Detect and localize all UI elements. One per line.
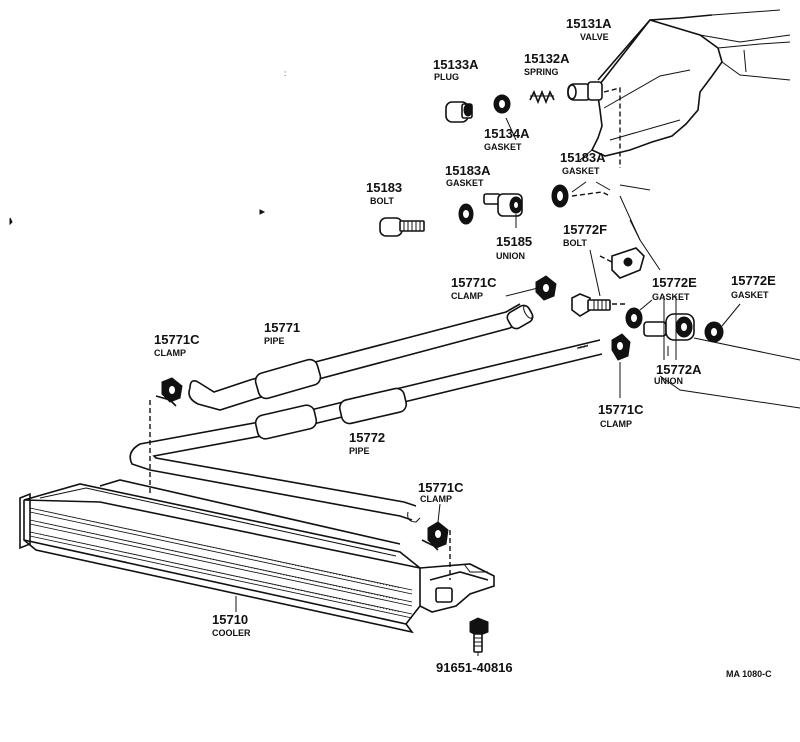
label-15772f-number: 15772F	[563, 222, 607, 237]
gasket-15772e-left-part	[625, 307, 643, 329]
pipe-15771-part	[188, 303, 534, 411]
label-15771c-upper-name: CLAMP	[451, 291, 483, 301]
clamp-15771c-left-part	[155, 377, 183, 407]
bracket-part	[611, 247, 645, 279]
label-15771c-lower-number: 15771C	[418, 480, 464, 495]
leader-union-lower	[659, 375, 800, 409]
bolt-15772f-part	[571, 293, 611, 317]
gasket-15183a-right-part	[551, 184, 569, 208]
label-15772a-number: 15772A	[656, 362, 702, 377]
label-15132a-name: SPRING	[524, 67, 559, 77]
pipe-15772-part: ~~~	[129, 339, 603, 523]
label-15134a-name: GASKET	[484, 142, 522, 152]
svg-text:~~~: ~~~	[577, 344, 589, 352]
leader-valve	[603, 87, 621, 168]
label-15771c-lower-name: CLAMP	[420, 494, 452, 504]
callout-lines	[235, 117, 741, 656]
leader-union-right	[693, 337, 800, 361]
label-15183-number: 15183	[366, 180, 402, 195]
stray-mark: :	[284, 69, 286, 78]
union-15772a-part	[643, 313, 695, 341]
stray-mark	[9, 217, 13, 226]
label-15771c-upper-number: 15771C	[451, 275, 497, 290]
label-15131a-number: 15131A	[566, 16, 612, 31]
cooler-fins	[29, 507, 413, 619]
label-15710-name: COOLER	[212, 628, 251, 638]
label-15183-name: BOLT	[370, 196, 394, 206]
label-15772e-right-number: 15772E	[731, 273, 776, 288]
union-15185-part	[483, 193, 523, 217]
label-15134a-number: 15134A	[484, 126, 530, 141]
label-91651-number: 91651-40816	[436, 660, 513, 675]
cooler-15710-part	[19, 479, 495, 634]
label-15133a-name: PLUG	[434, 72, 459, 82]
clamp-15771c-upper-part	[535, 275, 557, 301]
label-15772e-left-name: GASKET	[652, 292, 690, 302]
spring-15132a-part	[529, 89, 555, 105]
bolt-15183-part	[379, 217, 425, 237]
label-15771-name: PIPE	[264, 336, 285, 346]
label-15771c-left-number: 15771C	[154, 332, 200, 347]
label-15132a-number: 15132A	[524, 51, 570, 66]
label-15185-number: 15185	[496, 234, 532, 249]
label-15771c-right-number: 15771C	[598, 402, 644, 417]
gasket-15772e-right-part	[704, 321, 724, 343]
clamp-15771c-lower-part	[421, 521, 449, 551]
valve-15131a-part	[567, 81, 603, 101]
label-15185-name: UNION	[496, 251, 525, 261]
label-15710-number: 15710	[212, 612, 248, 627]
engine-block	[579, 9, 791, 271]
clamp-15771c-right-part	[611, 333, 631, 361]
bolt-91651-part	[469, 617, 489, 653]
label-15772-name: PIPE	[349, 446, 370, 456]
diagram-reference-code: MA 1080-C	[726, 669, 772, 679]
label-15133a-number: 15133A	[433, 57, 479, 72]
label-15772e-left-number: 15772E	[652, 275, 697, 290]
label-15772e-right-name: GASKET	[731, 290, 769, 300]
label-15131a-name: VALVE	[580, 32, 609, 42]
label-15771c-right-name: CLAMP	[600, 419, 632, 429]
gasket-15134a-part	[493, 94, 511, 114]
label-15772f-name: BOLT	[563, 238, 587, 248]
label-15183a-mid-name: GASKET	[446, 178, 484, 188]
label-15771-number: 15771	[264, 320, 300, 335]
label-15771c-left-name: CLAMP	[154, 348, 186, 358]
label-15183a-mid-number: 15183A	[445, 163, 491, 178]
leader-bracket	[599, 255, 613, 263]
gasket-15183a-left-part	[458, 203, 474, 225]
label-15772-number: 15772	[349, 430, 385, 445]
plug-15133a-part	[445, 101, 473, 123]
label-15772a-name: UNION	[654, 376, 683, 386]
label-15183a-top-name: GASKET	[562, 166, 600, 176]
stray-mark	[259, 209, 266, 215]
leader-gasket-right	[571, 191, 611, 197]
label-15183a-top-number: 15183A	[560, 150, 606, 165]
